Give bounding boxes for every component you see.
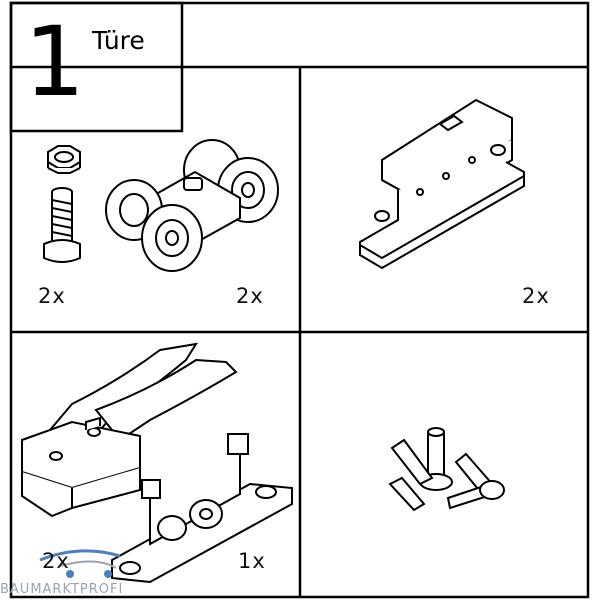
hex-nut-icon — [47, 145, 81, 174]
stopper-bracket-icon — [21, 342, 238, 518]
roller-carriage-icon — [105, 139, 279, 272]
watermark-logo-icon — [39, 549, 121, 578]
step-title: Türe — [92, 26, 145, 55]
nut-bolt-quantity: 2x — [38, 284, 66, 308]
guide-bracket-icon — [111, 433, 293, 584]
roller-quantity: 2x — [236, 284, 264, 308]
bolt-icon — [43, 187, 81, 263]
screw-set-icon — [388, 427, 505, 512]
rail-clamp-quantity: 2x — [522, 284, 550, 308]
watermark-text: BAUMARKTPROFI — [0, 582, 124, 597]
rail-clamp-icon — [359, 98, 525, 270]
stopper-quantity: 2x — [42, 549, 70, 573]
step-number: 1 — [24, 6, 86, 118]
guide-quantity: 1x — [238, 549, 266, 573]
panel-grid — [9, 1, 590, 599]
